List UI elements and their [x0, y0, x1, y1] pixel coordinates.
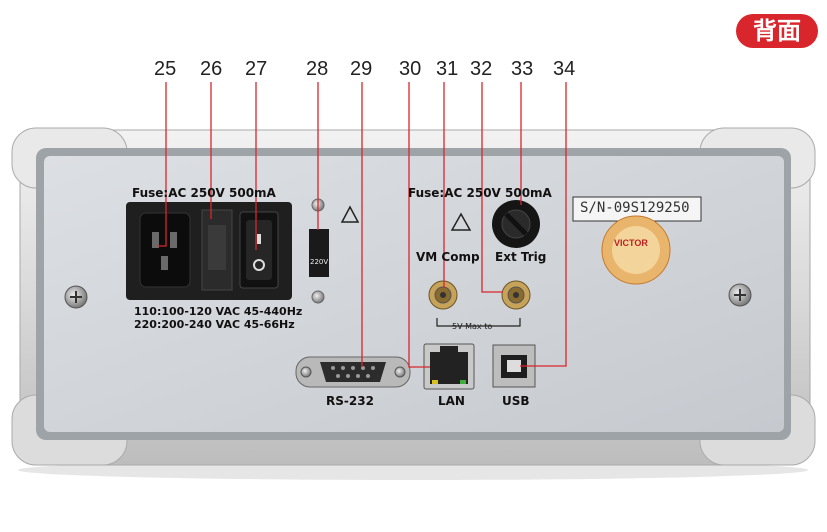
serial-number: S/N-09S129250	[580, 200, 690, 216]
usb-label: USB	[502, 394, 530, 408]
callout-25: 25	[154, 58, 177, 80]
callout-28: 28	[306, 58, 329, 80]
callout-26: 26	[200, 58, 223, 80]
ext-trig-label: Ext Trig	[495, 250, 547, 264]
callout-30: 30	[399, 58, 422, 80]
callout-29: 29	[350, 58, 373, 80]
vm-comp-label: VM Comp	[416, 250, 480, 264]
fuse-label-left: Fuse:AC 250V 500mA	[132, 186, 276, 200]
callout-27: 27	[245, 58, 268, 80]
fuse-label-right: Fuse:AC 250V 500mA	[408, 186, 552, 200]
callout-31: 31	[436, 58, 459, 80]
voltage-range-220: 220:200-240 VAC 45-66Hz	[134, 318, 295, 331]
rear-view-badge: 背面	[736, 14, 818, 48]
callout-33: 33	[511, 58, 534, 80]
voltage-range-110: 110:100-120 VAC 45-440Hz	[134, 305, 303, 318]
max-voltage-note: 5V Max to	[452, 322, 493, 331]
rs232-label: RS-232	[326, 394, 374, 408]
victor-sticker: VICTOR	[614, 238, 648, 248]
lan-label: LAN	[438, 394, 465, 408]
voltage-switch-label: 220V	[310, 258, 329, 266]
callout-34: 34	[553, 58, 576, 80]
callout-32: 32	[470, 58, 493, 80]
